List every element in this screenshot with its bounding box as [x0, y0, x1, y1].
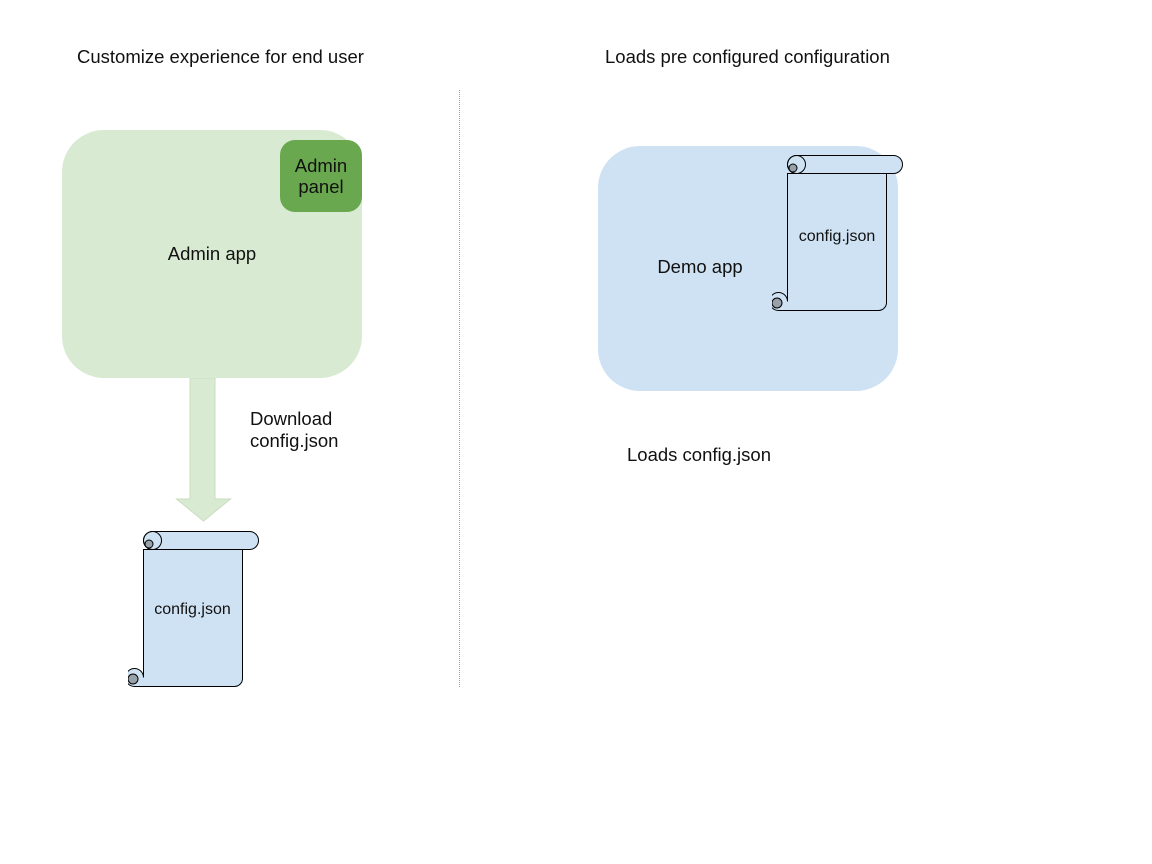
- admin-app-label: Admin app: [167, 243, 257, 264]
- admin-panel-box: Admin panel: [280, 140, 362, 212]
- loads-config-caption: Loads config.json: [627, 444, 771, 465]
- download-arrow-icon: [175, 378, 232, 522]
- left-panel-title: Customize experience for end user: [77, 46, 364, 67]
- demo-app-label: Demo app: [657, 256, 743, 277]
- config-json-file-label: config.json: [798, 228, 876, 245]
- download-arrow-label: Download config.json: [250, 408, 339, 452]
- right-panel-title: Loads pre configured configuration: [605, 46, 890, 67]
- config-json-scroll-icon: [127, 530, 259, 687]
- config-json-file-label: config.json: [154, 601, 231, 618]
- panel-divider: [459, 90, 460, 687]
- admin-panel-label: Admin panel: [294, 154, 348, 197]
